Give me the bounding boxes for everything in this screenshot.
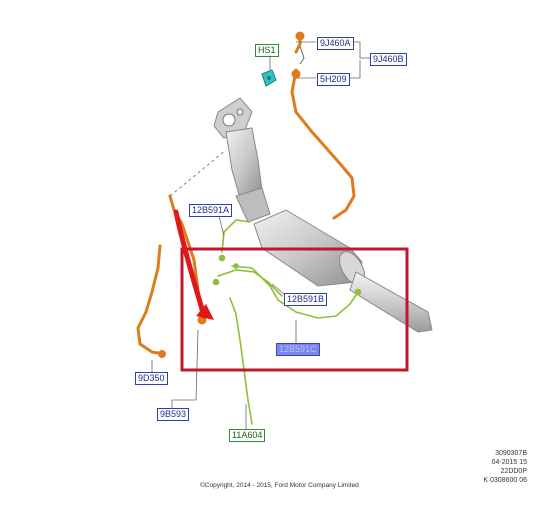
bracket-line <box>299 45 305 65</box>
callout-12b591b[interactable]: 12B591B <box>284 293 328 306</box>
leader-lines <box>151 41 370 430</box>
highlight-box <box>180 247 409 372</box>
callout-9d350[interactable]: 9D350 <box>135 372 168 385</box>
callout-11a604[interactable]: 11A604 <box>229 429 266 442</box>
drawing-number: 3090307B <box>495 450 527 457</box>
callout-9j460b[interactable]: 9J460B <box>370 53 407 66</box>
copyright-notice: ©Copyright, 2014 - 2015, Ford Motor Comp… <box>200 482 359 489</box>
dashed-guide-line <box>169 149 227 197</box>
callout-9b593[interactable]: 9B593 <box>157 408 190 421</box>
drawing-metadata: 3090307B 04-2015 15 22DD0P K 0308600 06 <box>483 449 527 485</box>
callout-5h209[interactable]: 5H209 <box>317 73 350 86</box>
heat-shield-bolt <box>261 69 277 87</box>
drawing-date: 04-2015 15 <box>491 459 527 466</box>
callout-12b591a[interactable]: 12B591A <box>189 204 233 217</box>
direction-arrow <box>173 209 214 320</box>
nox-sensor-harness-right <box>290 31 356 220</box>
callout-hs1[interactable]: HS1 <box>255 44 279 57</box>
tail-pipe <box>349 271 433 333</box>
egt-sensor-harness <box>212 219 362 425</box>
callout-9j460a[interactable]: 9J460A <box>317 37 354 50</box>
exhaust-flange <box>213 97 253 139</box>
drawing-reference: K 0308600 06 <box>483 477 527 484</box>
drawing-code: 22DD0P <box>500 468 527 475</box>
catalytic-converter <box>225 127 271 223</box>
callout-12b591c[interactable]: 12B591C <box>276 343 320 356</box>
